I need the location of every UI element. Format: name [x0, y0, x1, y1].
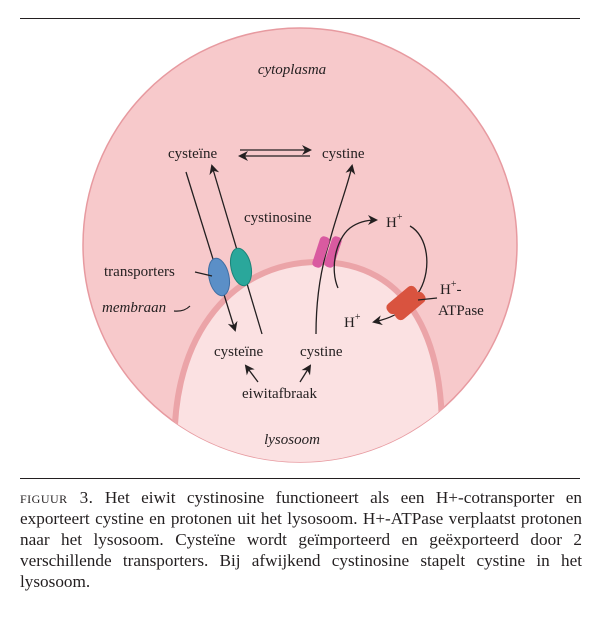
proton-out-label: H+	[386, 212, 403, 231]
protein-breakdown-label: eiwitafbraak	[242, 386, 317, 402]
cystinosin-label: cystinosine	[244, 210, 312, 226]
cystinosin-transporter	[312, 236, 342, 268]
figure-caption: figuur 3. Het eiwit cystinosine function…	[20, 487, 582, 592]
lysosomal-cystine-label: cystine	[300, 344, 343, 360]
membrane-pointer	[173, 305, 191, 312]
atpase-proton-arrow	[372, 225, 428, 326]
lysosomal-cysteine-label: cysteïne	[214, 344, 263, 360]
cystinosis-diagram: cytoplasma lysosoom membraan transporter…	[82, 27, 518, 463]
cytosolic-cystine-label: cystine	[322, 146, 365, 162]
teal-transporter	[229, 247, 253, 287]
proton-cotransport-arrow	[333, 215, 378, 289]
cysteine-import-arrow	[185, 171, 238, 332]
atpase-pointer	[417, 297, 438, 301]
caption-text: Het eiwit cystinosine functioneert als e…	[20, 488, 583, 591]
lysosome-label: lysosoom	[264, 432, 320, 448]
bottom-rule	[20, 478, 580, 479]
breakdown-to-cysteine-arrow	[244, 364, 259, 383]
membrane-label: membraan	[102, 300, 166, 316]
transporters-label: transporters	[104, 264, 175, 280]
atpase-name-label: ATPase	[438, 303, 484, 319]
atpase-label: H+-	[440, 279, 461, 298]
blue-transporter	[207, 257, 231, 297]
figure-label: figuur 3.	[20, 488, 94, 507]
atpase-pump	[386, 285, 426, 321]
top-rule	[20, 18, 580, 19]
cytosolic-cysteine-label: cysteïne	[168, 146, 217, 162]
proton-in-label: H+	[344, 312, 361, 331]
cystine-export-arrow	[315, 164, 356, 335]
breakdown-to-cystine-arrow	[299, 364, 312, 383]
cytoplasm-label: cytoplasma	[258, 62, 326, 78]
transporters-pointer	[194, 271, 213, 277]
